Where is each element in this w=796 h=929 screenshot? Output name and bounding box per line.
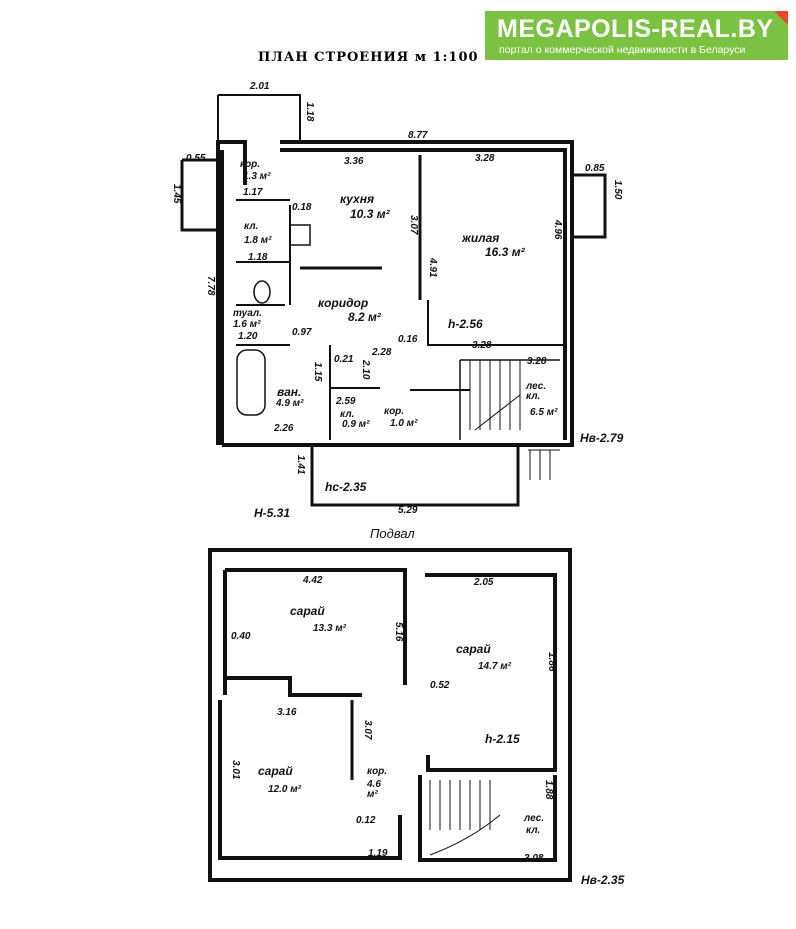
dim-label: 0.97 bbox=[292, 327, 312, 338]
dim-label: 4.42 bbox=[303, 575, 323, 586]
room-label: сарай bbox=[456, 642, 491, 656]
dim-label: 1.18 bbox=[304, 102, 315, 122]
dim-label: 0.12 bbox=[356, 815, 376, 826]
room-label: кор. bbox=[367, 766, 388, 777]
dim-label: 2.59 bbox=[336, 396, 356, 407]
dim-label: 1.50 bbox=[612, 180, 623, 200]
dim-label: 2.01 bbox=[250, 81, 270, 92]
dim-label: 1.19 bbox=[368, 848, 388, 859]
height-label: h-2.56 bbox=[448, 317, 483, 331]
room-area: 12.0 м² bbox=[268, 784, 301, 795]
room-area: 16.3 м² bbox=[485, 245, 525, 259]
room-label: кл. bbox=[244, 221, 259, 232]
elevation-label: H-5.31 bbox=[254, 506, 291, 520]
room-label: кухня bbox=[340, 192, 375, 206]
banner-subtitle: портал о коммерческой недвижимости в Бел… bbox=[499, 44, 746, 56]
room-area: 1.8 м² bbox=[244, 235, 272, 246]
dim-label: 1.17 bbox=[243, 187, 263, 198]
dim-label: 0.21 bbox=[334, 354, 354, 365]
room-area: 6.5 м² bbox=[530, 407, 558, 418]
dim-label: 2.26 bbox=[274, 423, 294, 434]
watermark-banner[interactable]: MEGAPOLIS-REAL.BY портал о коммерческой … bbox=[485, 11, 788, 60]
dim-label: 0.55 bbox=[186, 153, 206, 164]
basement-caption: Подвал bbox=[370, 526, 415, 541]
dim-label: 1.86 bbox=[546, 652, 557, 672]
room-label: лес. bbox=[524, 813, 545, 824]
room-area: 4.6 м² bbox=[367, 779, 381, 800]
room-area: 13.3 м² bbox=[313, 623, 346, 634]
dim-label: 5.29 bbox=[398, 505, 418, 516]
elevation-label: Hв-2.79 bbox=[580, 431, 624, 445]
dim-label: 3.16 bbox=[277, 707, 297, 718]
dim-label: 3.07 bbox=[408, 215, 419, 235]
room-label: кор. bbox=[240, 159, 261, 170]
basement-walls bbox=[208, 548, 572, 882]
dim-label: 0.16 bbox=[398, 334, 418, 345]
dim-label: 3.01 bbox=[230, 760, 241, 780]
dim-label: 0.85 bbox=[585, 163, 605, 174]
banner-title: MEGAPOLIS-REAL.BY bbox=[497, 15, 774, 43]
room-label: кор. bbox=[384, 406, 405, 417]
dim-label: 0.52 bbox=[430, 680, 450, 691]
dim-label: 3.28 bbox=[475, 153, 495, 164]
dim-label: 2.10 bbox=[360, 360, 371, 380]
dim-label: 0.18 bbox=[292, 202, 312, 213]
room-area: 14.7 м² bbox=[478, 661, 511, 672]
dim-label: 8.77 bbox=[408, 130, 428, 141]
room-label: кл. bbox=[340, 409, 355, 420]
room-label: коридор bbox=[318, 296, 369, 310]
room-label: ван. bbox=[277, 385, 302, 399]
dim-label: 3.07 bbox=[362, 720, 373, 740]
room-label: кл. bbox=[526, 825, 541, 836]
room-label: жилая bbox=[462, 231, 500, 245]
room-area: 8.2 м² bbox=[348, 310, 381, 324]
dim-label: 0.40 bbox=[231, 631, 251, 642]
dim-label: 1.45 bbox=[171, 184, 182, 204]
dim-label: 3.36 bbox=[344, 156, 364, 167]
dim-label: 7.78 bbox=[205, 276, 216, 296]
dim-label: 1.41 bbox=[295, 455, 306, 475]
elevation-label: Hв-2.35 bbox=[581, 873, 625, 887]
dim-label: 2.28 bbox=[372, 347, 392, 358]
dim-label: 3.28 bbox=[527, 356, 547, 367]
room-label: туал. bbox=[233, 308, 262, 319]
dim-label: 2.05 bbox=[474, 577, 494, 588]
room-area: 10.3 м² bbox=[350, 207, 390, 221]
room-area: 1.6 м² bbox=[233, 319, 261, 330]
room-area: 0.9 м² bbox=[342, 419, 370, 430]
dim-label: 1.18 bbox=[248, 252, 268, 263]
room-label: сарай bbox=[258, 764, 293, 778]
plan-title: ПЛАН СТРОЕНИЯ м 1:100 bbox=[258, 50, 479, 65]
ground-floor-walls bbox=[180, 94, 607, 507]
dim-label: 1.20 bbox=[238, 331, 258, 342]
corner-icon bbox=[774, 11, 788, 25]
dim-label: 3.08 bbox=[524, 853, 544, 864]
room-area: 4.9 м² bbox=[276, 398, 304, 409]
room-area: 1.3 м² bbox=[243, 171, 271, 182]
dim-label: 4.96 bbox=[552, 220, 563, 240]
dim-label: 3.28 bbox=[472, 340, 492, 351]
height-label: hс-2.35 bbox=[325, 480, 367, 494]
dim-label: 1.88 bbox=[543, 780, 554, 800]
dim-label: 5.16 bbox=[393, 622, 404, 642]
room-label: лес. кл. bbox=[526, 381, 547, 402]
dim-label: 4.91 bbox=[427, 258, 438, 278]
dim-label: 1.15 bbox=[312, 362, 323, 382]
height-label: h-2.15 bbox=[485, 732, 520, 746]
room-area: 1.0 м² bbox=[390, 418, 418, 429]
room-label: сарай bbox=[290, 604, 325, 618]
